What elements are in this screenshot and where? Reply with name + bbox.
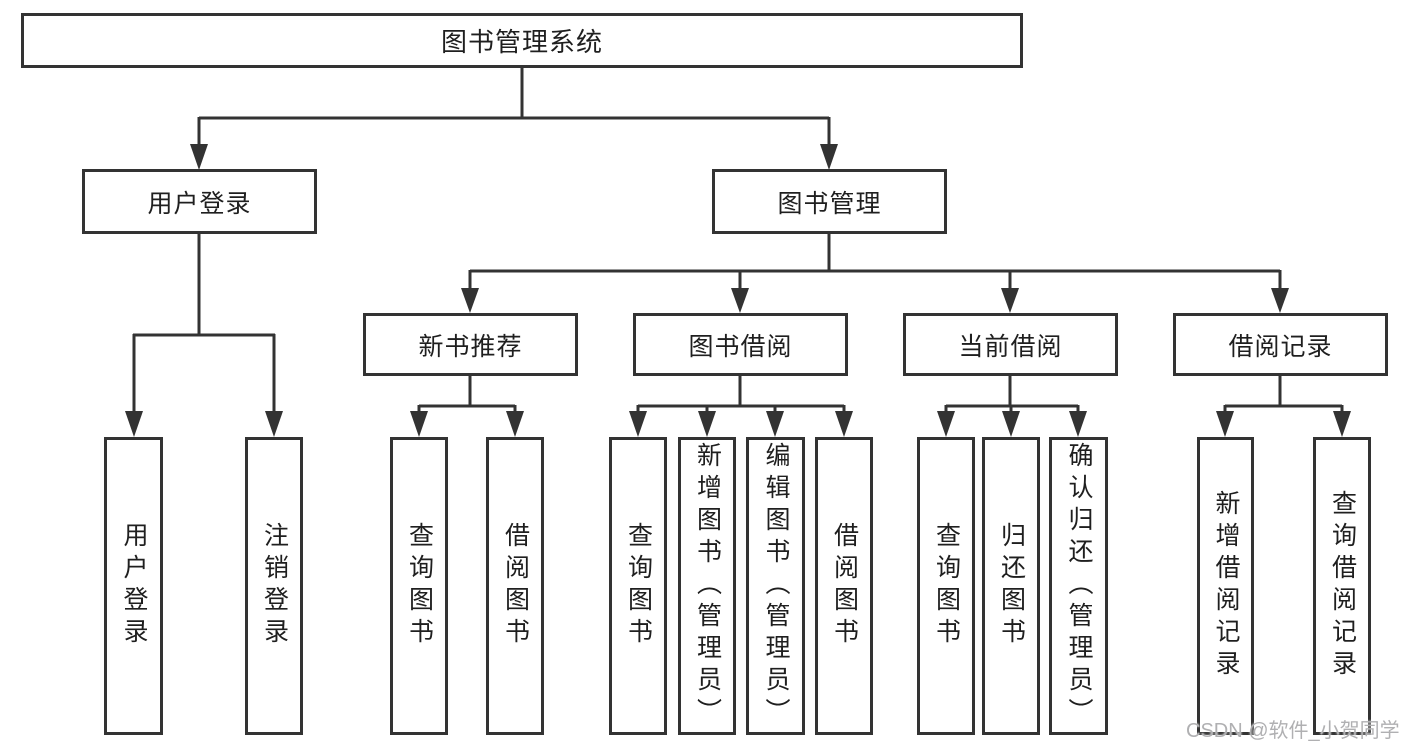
leaf-current-query-books: 查询图书 [917, 437, 975, 735]
arrowhead [410, 411, 428, 437]
leaf-current-return-books: 归还图书 [982, 437, 1040, 735]
arrowhead [1333, 411, 1351, 437]
connector-new-book-recommend-children [410, 374, 524, 437]
leaf-logout: 注销登录 [245, 437, 303, 735]
node-label: 新增图书（管理员） [693, 442, 722, 730]
leaf-current-confirm-return-admin: 确认归还（管理员） [1049, 437, 1108, 735]
leaf-user-login: 用户登录 [104, 437, 163, 735]
arrowhead [461, 288, 479, 313]
node-label: 图书管理系统 [440, 27, 603, 57]
node-label: 查询图书 [624, 522, 653, 650]
node-label: 查询图书 [405, 522, 434, 650]
arrowhead [190, 144, 208, 170]
node-label: 确认归还（管理员） [1065, 442, 1093, 730]
node-label: 当前借阅 [958, 332, 1063, 361]
arrowhead [937, 411, 955, 437]
node-label: 归还图书 [997, 522, 1026, 650]
node-book-management: 图书管理 [712, 169, 947, 234]
arrowhead [506, 411, 524, 437]
leaf-records-query-record: 查询借阅记录 [1313, 437, 1371, 735]
node-label: 图书借阅 [688, 332, 793, 361]
leaf-newbook-query-books: 查询图书 [390, 437, 448, 735]
node-label: 编辑图书（管理员） [762, 442, 790, 730]
node-label: 借阅记录 [1228, 332, 1333, 361]
node-new-book-recommend: 新书推荐 [363, 313, 578, 376]
arrowhead [835, 411, 853, 437]
node-label: 图书管理 [777, 189, 882, 218]
arrowhead [766, 411, 784, 437]
connector-book-management-sections [461, 233, 1289, 313]
leaf-borrowing-query-books: 查询图书 [609, 437, 667, 735]
node-label: 用户登录 [120, 522, 148, 650]
node-borrow-records: 借阅记录 [1173, 313, 1388, 376]
leaf-borrowing-add-books-admin: 新增图书（管理员） [678, 437, 736, 735]
arrowhead [1069, 411, 1087, 437]
connector-borrow-records-children [1216, 374, 1351, 437]
leaf-borrowing-edit-books-admin: 编辑图书（管理员） [746, 437, 805, 735]
node-label: 用户登录 [147, 189, 252, 218]
node-label: 查询图书 [932, 522, 961, 650]
arrowhead [731, 288, 749, 313]
node-label: 借阅图书 [501, 522, 530, 650]
node-label: 新增借阅记录 [1212, 490, 1240, 682]
node-book-borrowing: 图书借阅 [633, 313, 848, 376]
node-root: 图书管理系统 [21, 13, 1023, 68]
arrowhead [1271, 288, 1289, 313]
arrowhead [1002, 411, 1020, 437]
node-label: 查询借阅记录 [1328, 490, 1357, 682]
connector-current-borrowing-children [937, 374, 1087, 437]
arrowhead [265, 411, 283, 437]
arrowhead [1216, 411, 1234, 437]
arrowhead [820, 144, 838, 170]
leaf-borrowing-borrow-books: 借阅图书 [815, 437, 873, 735]
leaf-newbook-borrow-books: 借阅图书 [486, 437, 544, 735]
connector-user-login-children [125, 232, 283, 437]
arrowhead [125, 411, 143, 437]
node-current-borrowing: 当前借阅 [903, 313, 1118, 376]
arrowhead [629, 411, 647, 437]
connector-root-to-level2 [190, 67, 838, 170]
connector-book-borrowing-children [629, 374, 853, 437]
node-label: 借阅图书 [830, 522, 859, 650]
leaf-records-add-record: 新增借阅记录 [1197, 437, 1254, 735]
csdn-watermark: CSDN @软件_小贺同学 [1186, 720, 1400, 742]
node-user-login: 用户登录 [82, 169, 317, 234]
arrowhead [1001, 288, 1019, 313]
node-label: 新书推荐 [418, 332, 523, 361]
arrowhead [698, 411, 716, 437]
node-label: 注销登录 [260, 522, 289, 650]
